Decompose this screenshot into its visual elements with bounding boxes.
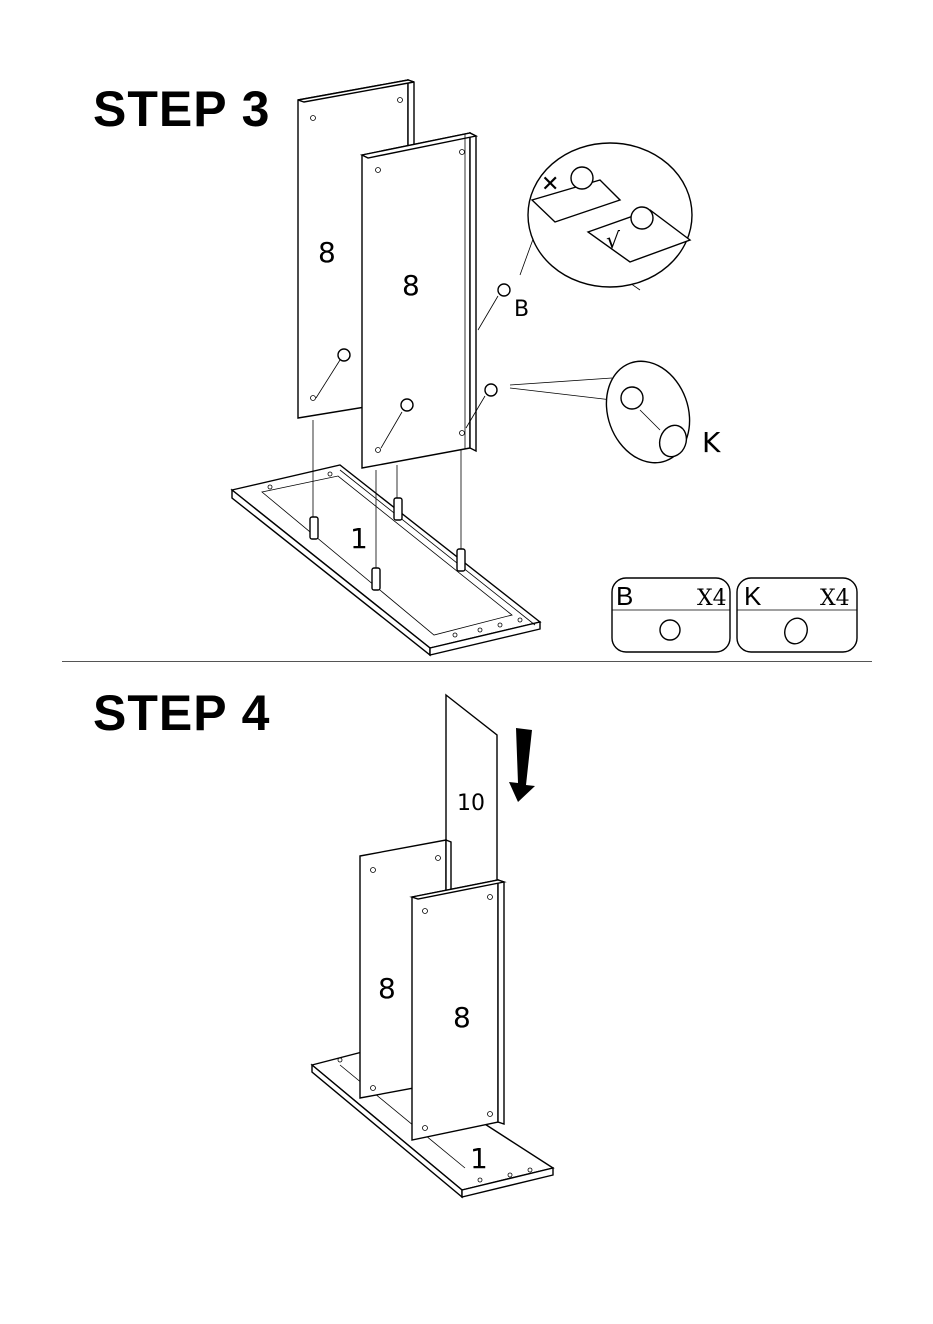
step-3-panel-back-label: 8: [318, 236, 336, 269]
parts-b-qty: X4: [697, 586, 727, 611]
step-3-illustration: 8 8 B 1: [232, 80, 857, 655]
parts-k-label: K: [744, 581, 762, 611]
cam-lock-icon: [660, 620, 680, 640]
right-mark-icon: √: [606, 229, 621, 254]
step-3-parts-list: B X4 K X4: [612, 578, 857, 652]
step-3-cam-b-label: B: [514, 297, 529, 322]
down-arrow-icon: [509, 728, 535, 802]
step-4-panel-back-label: 8: [378, 972, 396, 1005]
step-4-panel-insert: 10: [446, 695, 497, 895]
step-3-cap-callout: K: [510, 349, 721, 474]
parts-k-qty: X4: [820, 586, 850, 611]
parts-b-label: B: [616, 581, 633, 611]
step-3-panel-front: 8: [362, 133, 476, 468]
step-3-panel-front-label: 8: [402, 269, 420, 302]
step-4-panel-front-label: 8: [453, 1001, 471, 1034]
wrong-mark-icon: ✕: [541, 172, 559, 197]
step-3-cam-orientation-callout: ✕ √: [520, 143, 692, 290]
step-3-cap-k-label: K: [702, 426, 721, 459]
step-4-panel-insert-label: 10: [457, 791, 485, 816]
step-4-panel-front: 8: [412, 880, 504, 1140]
step-3-base-frame: [232, 465, 540, 655]
step-4-illustration: 10 8 8 1: [312, 695, 553, 1197]
step-3-base-label: 1: [350, 522, 368, 555]
step-4-base-label: 1: [470, 1142, 488, 1175]
